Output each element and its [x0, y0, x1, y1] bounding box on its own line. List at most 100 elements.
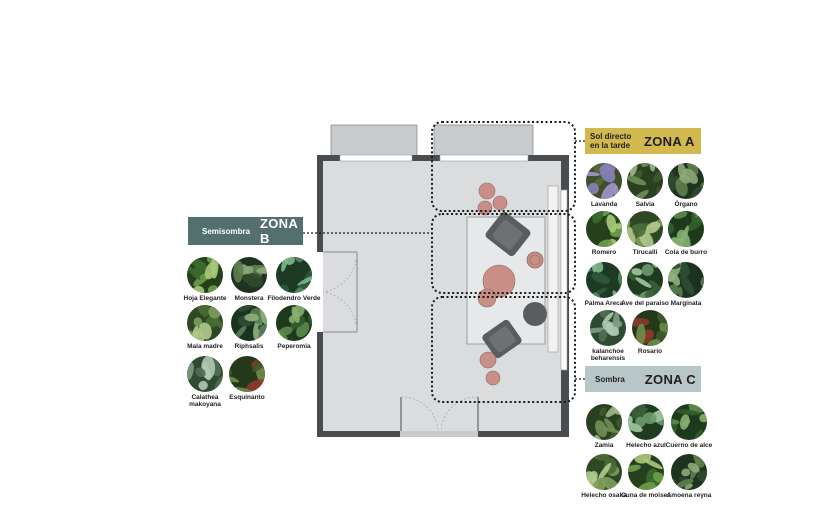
zone-a-name: ZONA A [644, 133, 695, 149]
door-left-opening [317, 252, 323, 332]
plant-photo-icon [187, 305, 223, 341]
plant-name: Amoena reyna [666, 492, 712, 499]
plant-item: Helecho osaka [576, 454, 632, 499]
plant-photo-icon [628, 454, 664, 490]
plant-name: Calathea makoyana [189, 394, 221, 408]
plant-photo-icon [586, 211, 622, 247]
plant-item: Helecho azul [618, 404, 674, 449]
stool-6 [485, 370, 501, 386]
plant-item: Marginata [658, 262, 714, 307]
plant-name: Lavanda [590, 201, 618, 208]
side-table-top [526, 251, 544, 269]
plant-name: Zamia [594, 442, 614, 449]
zone-a-label: Sol directo en la tarde ZONA A [585, 128, 701, 154]
plant-photo-icon [668, 262, 704, 298]
plant-name: Cuerno de alce [665, 442, 713, 449]
plant-item: Cuna de moises [618, 454, 674, 499]
armchair-bottom [482, 319, 522, 359]
plant-photo-icon [590, 310, 626, 346]
plant-item: Romero [576, 211, 632, 256]
plant-photo-icon [668, 211, 704, 247]
plant-photo-icon [627, 211, 663, 247]
plant-name: Esquinanto [229, 394, 265, 401]
plant-photo-icon [187, 356, 223, 392]
plant-item: Palma Areca [576, 262, 632, 307]
plant-name: Helecho azul [626, 442, 666, 449]
plant-name: Riphsalis [234, 343, 264, 350]
stool-2 [492, 195, 508, 211]
plant-photo-icon [586, 454, 622, 490]
plant-photo-icon [229, 356, 265, 392]
plant-item: Zamia [576, 404, 632, 449]
plant-item: Hoja Elegante [177, 257, 233, 302]
plant-name: Palma Areca [584, 300, 624, 307]
plant-name: Salvia [635, 201, 655, 208]
window-top-right [439, 154, 529, 162]
plant-name: Ave del paraiso [621, 300, 669, 307]
plant-item: Tirucalli [617, 211, 673, 256]
plant-photo-icon [632, 310, 668, 346]
plant-name: Órgano [674, 201, 698, 208]
plant-photo-icon [231, 305, 267, 341]
zone-a-outline [431, 121, 576, 212]
zone-c-label: Sombra ZONA C [585, 366, 701, 392]
plant-name: Romero [591, 249, 617, 256]
zone-b-subtitle: Semisombra [202, 226, 251, 236]
plant-item: Cuerno de alce [661, 404, 717, 449]
plant-name: Helecho osaka [581, 492, 627, 499]
window-top-left [339, 154, 413, 162]
plant-photo-icon [586, 163, 622, 199]
plant-name: Peperomia [277, 343, 311, 350]
plant-photo-icon [671, 454, 707, 490]
plant-item: Amoena reyna [661, 454, 717, 499]
window-right [560, 189, 568, 371]
plant-item: Cola de burro [658, 211, 714, 256]
plant-photo-icon [231, 257, 267, 293]
plant-photo-icon [187, 257, 223, 293]
plant-item: kalanchoe beharensis [580, 310, 636, 362]
plant-name: Rosario [637, 348, 663, 355]
plant-item: Filodendro Verde [266, 257, 322, 302]
plant-name: Cola de burro [664, 249, 708, 256]
zone-c-outline [431, 296, 576, 403]
stool-3 [477, 200, 493, 216]
zone-c-name: ZONA C [644, 371, 696, 387]
armchair-top [485, 211, 531, 257]
plant-name: Marginata [670, 300, 702, 307]
balcony-right [433, 124, 534, 157]
plant-item: Esquinanto [219, 356, 275, 401]
zone-b-name: ZONA B [260, 216, 298, 246]
door-bottom-opening [400, 431, 478, 437]
zone-c-subtitle: Sombra [595, 374, 625, 384]
plant-item: Rosario [622, 310, 678, 355]
stool-1 [478, 182, 496, 200]
round-table [482, 264, 516, 298]
plant-name: Hoja Elegante [183, 295, 227, 302]
plant-photo-icon [627, 262, 663, 298]
plant-item: Órgano [658, 163, 714, 208]
plant-name: kalanchoe beharensis [590, 348, 626, 362]
plant-name: Mala madre [187, 343, 223, 350]
plant-photo-icon [668, 163, 704, 199]
plant-item: Salvia [617, 163, 673, 208]
zone-b-label: Semisombra ZONA B [188, 216, 303, 246]
balcony-left [330, 124, 418, 157]
plant-item: Peperomia [266, 305, 322, 350]
sofa-bench [547, 185, 559, 353]
plant-item: Riphsalis [221, 305, 277, 350]
plant-name: Tirucalli [632, 249, 658, 256]
plant-item: Calathea makoyana [177, 356, 233, 408]
plant-photo-icon [671, 404, 707, 440]
plant-item: Ave del paraiso [617, 262, 673, 307]
zone-a-subtitle: Sol directo en la tarde [590, 132, 632, 150]
side-table-dark [523, 302, 547, 326]
plant-photo-icon [628, 404, 664, 440]
stool-5 [479, 351, 497, 369]
plant-photo-icon [276, 257, 312, 293]
plant-item: Mala madre [177, 305, 233, 350]
plant-item: Lavanda [576, 163, 632, 208]
plant-name: Monstera [234, 295, 264, 302]
zone-b-outline [431, 213, 576, 294]
plant-name: Filodendro Verde [267, 295, 321, 302]
